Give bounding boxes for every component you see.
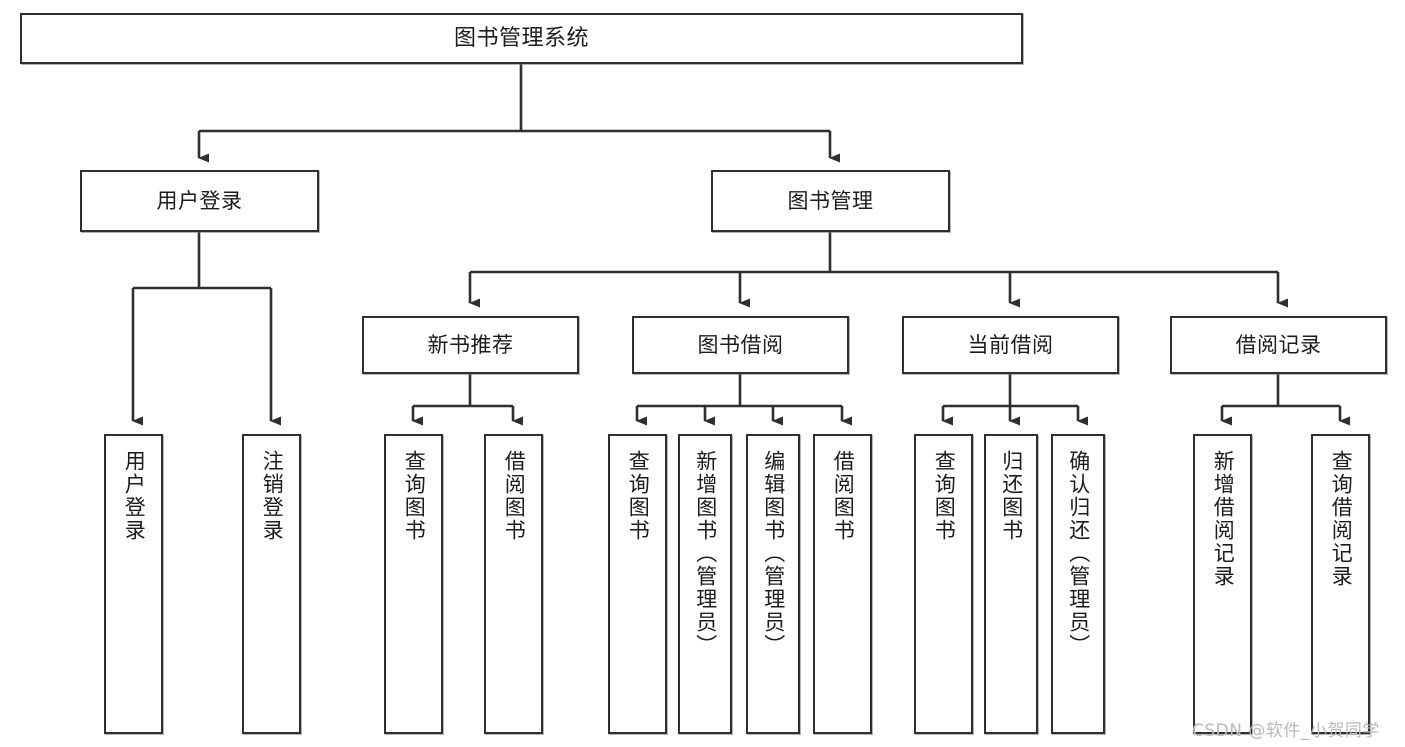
node-label: 图书借阅 <box>697 332 784 357</box>
leaf-query-book-recommend[interactable]: 查询图书 <box>384 434 443 734</box>
node-label: 借阅图书 <box>502 450 527 542</box>
leaf-edit-book[interactable]: 编辑图书（管理员） <box>746 434 800 734</box>
node-new-book-recommend[interactable]: 新书推荐 <box>362 316 579 374</box>
node-label: 新增借阅记录 <box>1211 450 1236 588</box>
leaf-return-book[interactable]: 归还图书 <box>984 434 1038 734</box>
node-borrow-record[interactable]: 借阅记录 <box>1170 316 1387 374</box>
leaf-borrow-book-recommend[interactable]: 借阅图书 <box>484 434 543 734</box>
node-label: 用户登录 <box>156 188 243 213</box>
leaf-add-book[interactable]: 新增图书（管理员） <box>678 434 732 734</box>
leaf-user-login[interactable]: 用户登录 <box>104 434 163 734</box>
leaf-add-borrow-record[interactable]: 新增借阅记录 <box>1193 434 1252 734</box>
node-label: 借阅记录 <box>1235 332 1322 357</box>
node-label: 用户登录 <box>122 450 147 542</box>
leaf-logout[interactable]: 注销登录 <box>242 434 301 734</box>
node-book-manage[interactable]: 图书管理 <box>711 170 950 232</box>
leaf-query-borrow-record[interactable]: 查询借阅记录 <box>1311 434 1370 734</box>
leaf-query-book-current[interactable]: 查询图书 <box>914 434 973 734</box>
leaf-borrow-book-borrow[interactable]: 借阅图书 <box>813 434 872 734</box>
node-label: 当前借阅 <box>967 332 1054 357</box>
node-label: 查询图书 <box>626 450 651 542</box>
node-label: 归还图书 <box>999 450 1024 542</box>
node-book-borrow[interactable]: 图书借阅 <box>632 316 849 374</box>
node-label: 借阅图书 <box>831 450 856 542</box>
node-label: 编辑图书（管理员） <box>761 450 786 657</box>
node-root-system[interactable]: 图书管理系统 <box>20 13 1023 64</box>
node-label: 图书管理系统 <box>453 25 589 51</box>
node-user-login[interactable]: 用户登录 <box>80 170 319 232</box>
node-current-borrow[interactable]: 当前借阅 <box>902 316 1119 374</box>
node-label: 确认归还（管理员） <box>1066 450 1091 657</box>
node-label: 新书推荐 <box>427 332 514 357</box>
csdn-watermark: CSDN @软件_小贺同学 <box>1192 721 1380 741</box>
node-label: 图书管理 <box>787 188 874 213</box>
node-label: 查询图书 <box>402 450 427 542</box>
leaf-confirm-return[interactable]: 确认归还（管理员） <box>1051 434 1105 734</box>
node-label: 查询借阅记录 <box>1329 450 1354 588</box>
leaf-query-book-borrow[interactable]: 查询图书 <box>608 434 667 734</box>
node-label: 注销登录 <box>260 450 285 542</box>
node-label: 查询图书 <box>932 450 957 542</box>
node-label: 新增图书（管理员） <box>693 450 718 657</box>
